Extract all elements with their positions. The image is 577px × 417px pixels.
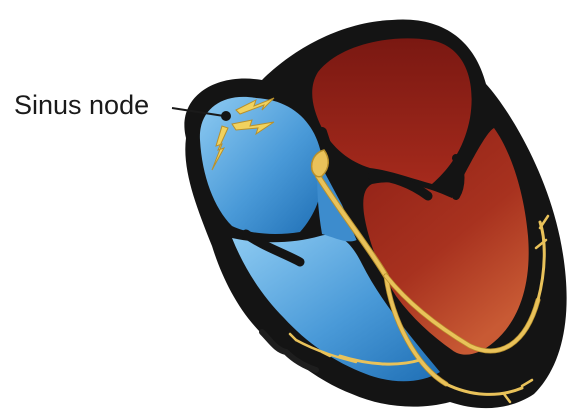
left-ventricle-notch: [456, 158, 461, 196]
sinus-node-label: Sinus node: [14, 92, 149, 119]
sinus-node-dot: [221, 111, 231, 121]
